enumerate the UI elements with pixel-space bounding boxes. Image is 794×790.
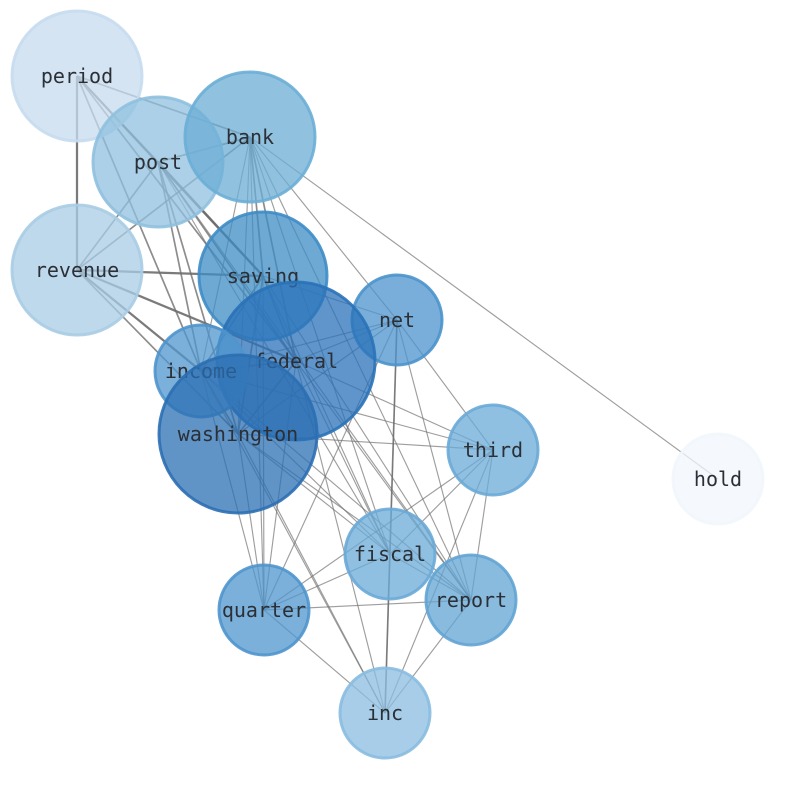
node-circle — [343, 507, 437, 601]
node-circle — [671, 432, 765, 526]
node-label: period — [41, 64, 113, 88]
node-washington[interactable]: washington — [157, 353, 319, 515]
node-circle — [424, 553, 518, 647]
edge-net-report — [396, 319, 472, 601]
node-label: washington — [178, 422, 298, 446]
node-circle — [446, 403, 540, 497]
node-fiscal[interactable]: fiscal — [343, 507, 437, 601]
edge-bank-hold — [249, 136, 719, 480]
node-period[interactable]: period — [10, 9, 144, 143]
node-circle — [10, 203, 144, 337]
node-label: bank — [226, 125, 274, 149]
node-label: quarter — [222, 598, 306, 622]
node-label: post — [134, 150, 182, 174]
node-label: net — [379, 308, 415, 332]
node-bank[interactable]: bank — [183, 70, 317, 204]
node-hold[interactable]: hold — [671, 432, 765, 526]
node-layer: period post bank revenue saving net fede… — [10, 9, 765, 760]
node-circle — [217, 563, 311, 657]
node-revenue[interactable]: revenue — [10, 203, 144, 337]
node-report[interactable]: report — [424, 553, 518, 647]
node-label: fiscal — [354, 542, 426, 566]
node-circle — [183, 70, 317, 204]
node-quarter[interactable]: quarter — [217, 563, 311, 657]
node-circle — [338, 666, 432, 760]
node-label: third — [463, 438, 523, 462]
node-circle — [157, 353, 319, 515]
node-label: inc — [367, 701, 403, 725]
node-label: hold — [694, 467, 742, 491]
node-inc[interactable]: inc — [338, 666, 432, 760]
node-third[interactable]: third — [446, 403, 540, 497]
node-label: revenue — [35, 258, 119, 282]
node-label: report — [435, 588, 507, 612]
node-circle — [10, 9, 144, 143]
